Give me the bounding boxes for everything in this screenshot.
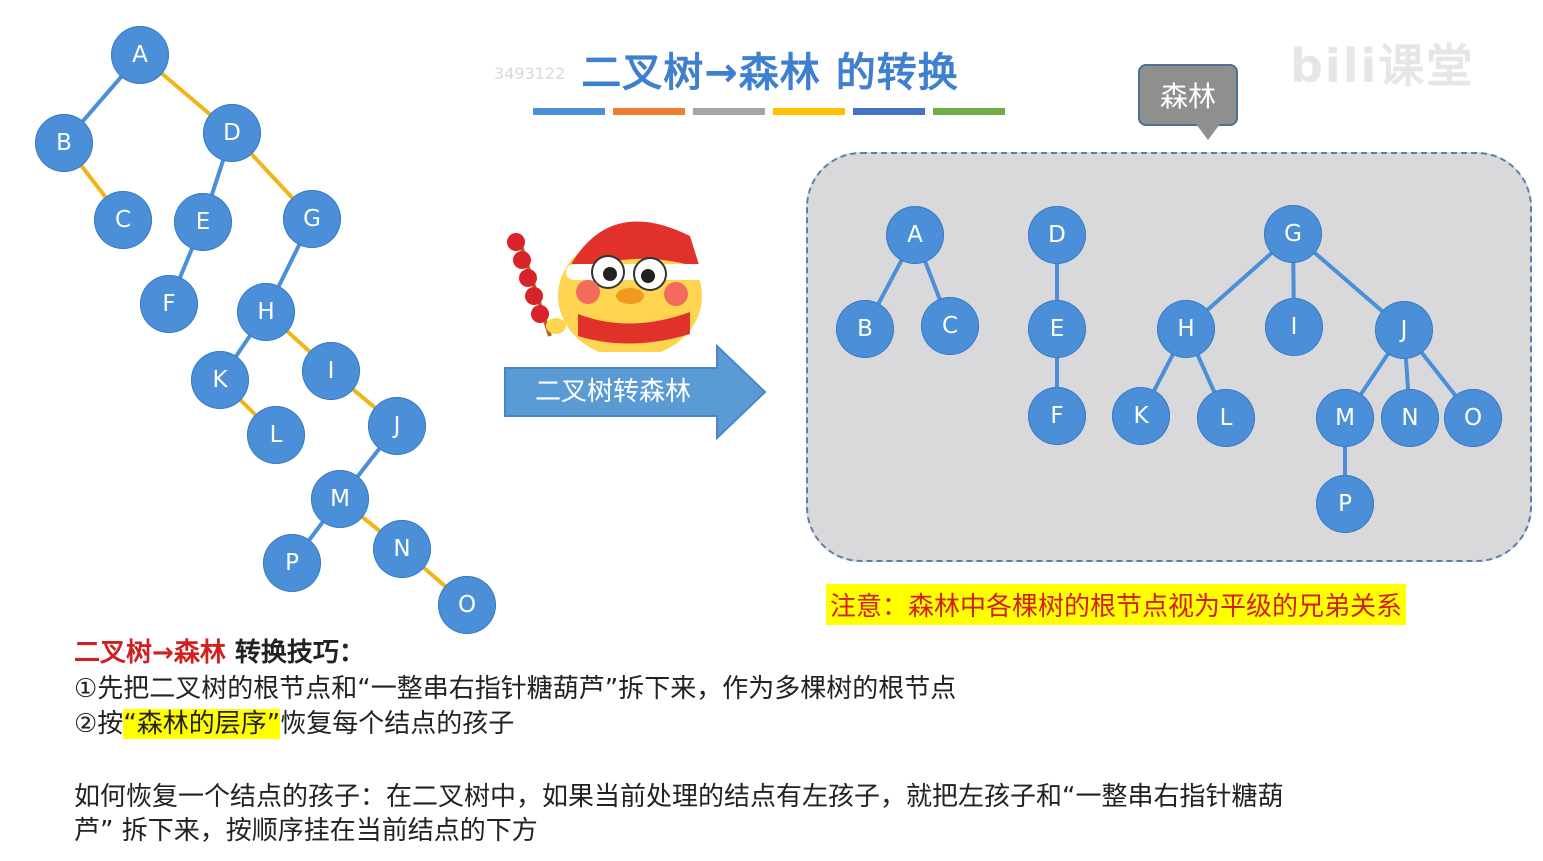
forest-node-O: O [1444, 389, 1502, 447]
tips-heading: 二叉树→森林 转换技巧： [74, 632, 365, 669]
title-left: 二叉树 [581, 50, 705, 96]
bt-node-K: K [191, 351, 249, 409]
page-title: 二叉树→森林 的转换 [480, 40, 1060, 98]
chick-mascot-illustration [507, 186, 706, 352]
forest-node-C: C [921, 297, 979, 355]
bt-node-B: B [35, 114, 93, 172]
forest-node-P: P [1316, 475, 1374, 533]
color-bar-4 [853, 108, 925, 115]
forest-node-H: H [1157, 300, 1215, 358]
bt-node-J: J [368, 397, 426, 455]
tips-heading-right: 转换技巧： [225, 638, 365, 668]
bt-node-M: M [311, 470, 369, 528]
forest-node-J: J [1375, 301, 1433, 359]
tips-step-2-suffix: 恢复每个结点的孩子 [280, 709, 515, 739]
tips-heading-mid: 森林 [173, 638, 226, 668]
forest-node-B: B [836, 300, 894, 358]
color-bar-2 [693, 108, 765, 115]
forest-node-E: E [1028, 300, 1086, 358]
bt-node-E: E [174, 193, 232, 251]
color-bar-3 [773, 108, 845, 115]
tips-step-1: ①先把二叉树的根节点和“一整串右指针糖葫芦”拆下来，作为多棵树的根节点 [74, 674, 957, 704]
forest-callout-tail [1196, 124, 1220, 140]
color-bar-5 [933, 108, 1005, 115]
title-arrow: → [704, 50, 739, 96]
bt-node-D: D [203, 104, 261, 162]
tips-heading-left: 二叉树 [74, 638, 153, 668]
tips-heading-arrow: → [152, 638, 174, 668]
forest-node-D: D [1028, 206, 1086, 264]
explain-line-1: 如何恢复一个结点的孩子：在二叉树中，如果当前处理的结点有左孩子，就把左孩子和“一… [74, 782, 1284, 812]
explain-line-2: 芦” 拆下来，按顺序挂在当前结点的下方 [74, 816, 538, 846]
faint-id-text: 3493122 [494, 64, 566, 83]
forest-node-G: G [1264, 205, 1322, 263]
color-bar-0 [533, 108, 605, 115]
bt-node-O: O [438, 576, 496, 634]
arrow-right-icon [504, 344, 767, 440]
forest-note: 注意：森林中各棵树的根节点视为平级的兄弟关系 [826, 584, 1407, 625]
tips-step-2-prefix: ②按 [74, 709, 124, 739]
forest-node-F: F [1028, 387, 1086, 445]
forest-node-I: I [1265, 298, 1323, 356]
bt-node-H: H [237, 283, 295, 341]
arrow-label: 二叉树转森林 [534, 377, 691, 407]
watermark-logo: bili课堂 [1290, 39, 1475, 93]
bt-node-C: C [94, 191, 152, 249]
bt-node-G: G [283, 190, 341, 248]
title-right: 森林 的转换 [738, 50, 959, 96]
tips-step-2-highlight: “森林的层序” [123, 709, 281, 739]
forest-node-A: A [886, 206, 944, 264]
forest-node-K: K [1112, 387, 1170, 445]
bt-node-A: A [111, 26, 169, 84]
bt-node-L: L [247, 406, 305, 464]
forest-callout: 森林 [1138, 64, 1238, 126]
forest-node-N: N [1381, 389, 1439, 447]
forest-node-M: M [1316, 389, 1374, 447]
bt-node-P: P [263, 534, 321, 592]
bt-node-I: I [302, 342, 360, 400]
forest-node-L: L [1197, 389, 1255, 447]
tips-step-2: ②按“森林的层序”恢复每个结点的孩子 [74, 703, 514, 740]
bt-node-N: N [373, 520, 431, 578]
color-bar-1 [613, 108, 685, 115]
bt-node-F: F [140, 275, 198, 333]
